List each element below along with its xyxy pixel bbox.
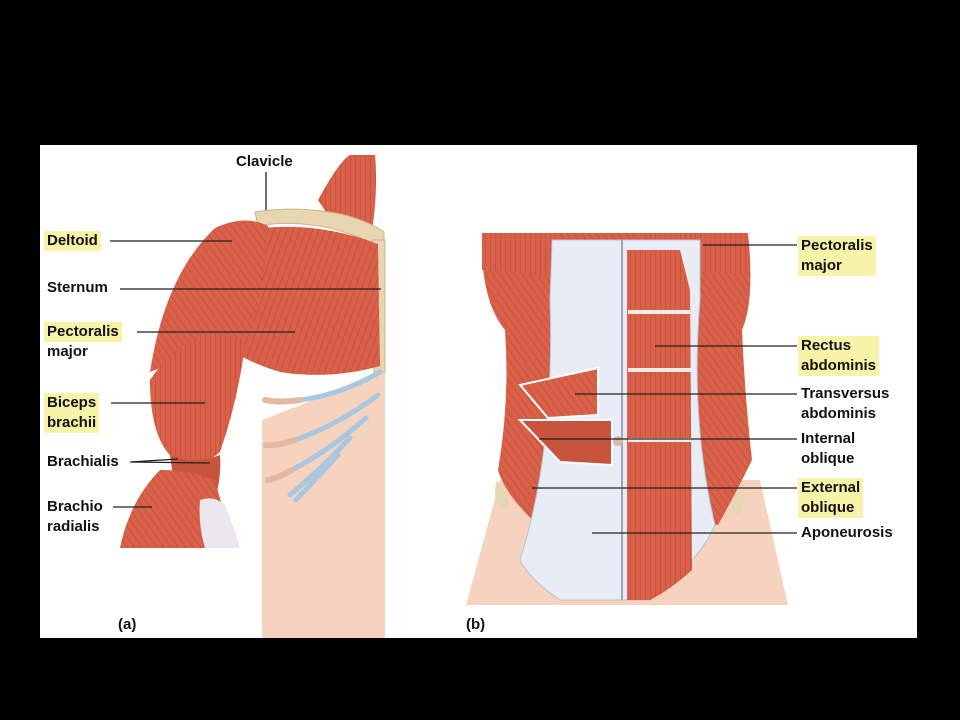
panel-a-letter: (a) — [118, 616, 137, 633]
biceps-muscle — [150, 333, 245, 464]
rectus-abdominis — [627, 250, 692, 600]
internal-oblique-window — [517, 419, 613, 467]
label-transversus-abdominis: Transversus abdominis — [801, 385, 890, 422]
panel-b-illustration — [466, 233, 788, 605]
label-brachialis: Brachialis — [47, 453, 119, 470]
label-rectus-abdominis: Rectus abdominis — [798, 336, 880, 376]
label-deltoid: Deltoid — [44, 231, 101, 251]
rib-cartilage — [287, 369, 383, 503]
label-pectoralis-major-a: Pectoralis major — [44, 322, 122, 362]
panel-a-illustration — [120, 155, 386, 638]
torso-skin-a — [262, 372, 385, 638]
elbow-tendon — [199, 498, 240, 548]
brachialis-leader — [129, 458, 211, 464]
deltoid-muscle — [150, 220, 268, 372]
transversus-window — [518, 366, 599, 420]
label-aponeurosis: Aponeurosis — [801, 524, 893, 541]
label-pectoralis-major-b: Pectoralis major — [798, 236, 876, 276]
panel-b-letter: (b) — [466, 616, 486, 633]
panel-b-leader-lines — [532, 244, 797, 534]
label-brachioradialis: Brachio radialis — [47, 498, 103, 535]
label-external-oblique: External oblique — [798, 478, 864, 518]
pectoralis-major-b — [482, 233, 560, 280]
label-biceps-brachii: Biceps brachii — [44, 393, 100, 433]
panel-a-leader-lines — [110, 172, 381, 508]
label-internal-oblique: Internal oblique — [801, 430, 856, 467]
label-sternum: Sternum — [47, 279, 108, 296]
label-clavicle: Clavicle — [236, 153, 293, 170]
